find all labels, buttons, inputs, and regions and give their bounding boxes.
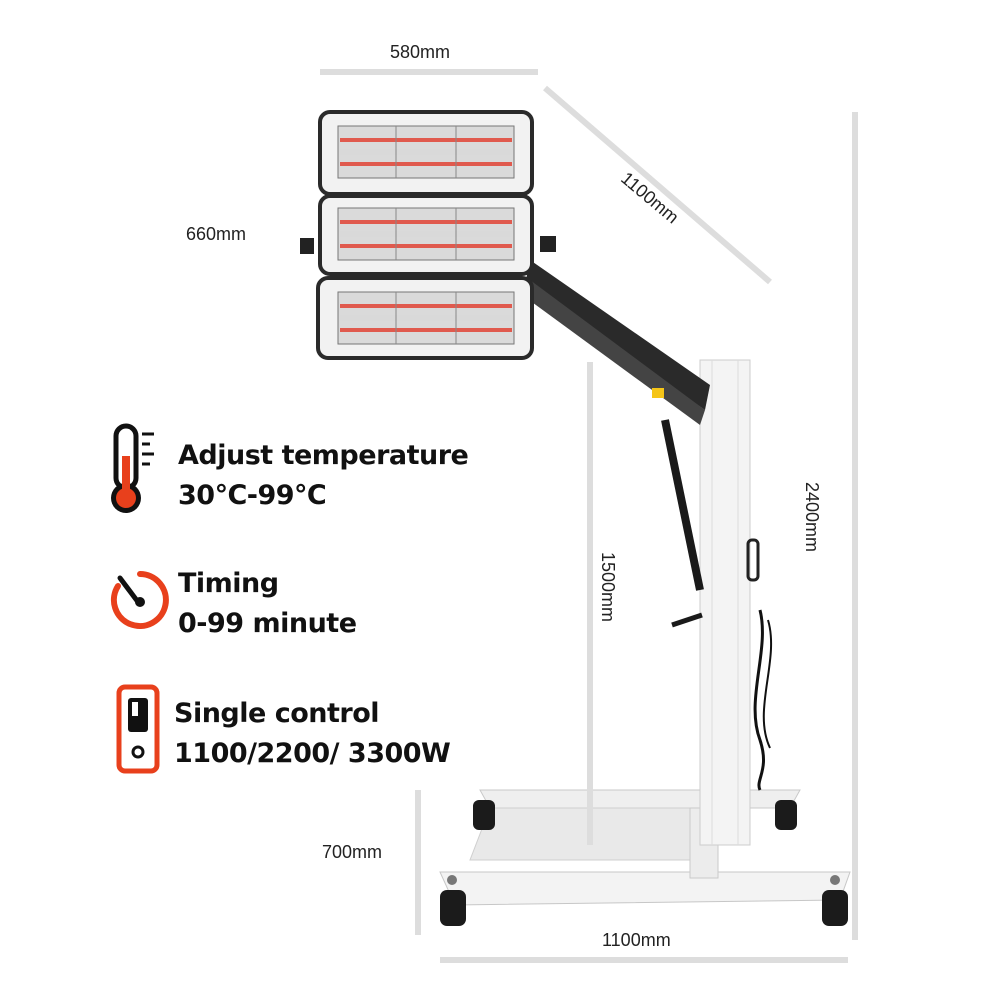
thermometer-icon [104,420,164,516]
dim-label-pole-height: 1500mm [598,552,618,623]
feature-control-detail: 1100/2200/ 3300W [174,738,451,769]
feature-timing-title: Timing [178,568,279,599]
dim-line-arm-length [543,85,772,285]
feature-control-title: Single control [174,698,380,729]
dim-label-base-height: 700mm [322,842,383,862]
dim-label-total-height: 2400mm [802,482,822,553]
support-arm [525,260,710,628]
power-cable [753,609,766,791]
lamp-heads [300,110,556,360]
switch-icon [116,684,160,774]
dim-label-base-width: 1100mm [602,930,671,950]
timer-icon [108,568,172,632]
feature-temperature-detail: 30℃-99℃ [178,480,327,511]
feature-timing-detail: 0-99 minute [178,608,357,639]
dim-label-top-width: 580mm [390,42,451,62]
dim-label-lamp-height: 660mm [186,224,247,244]
vertical-column [699,359,760,846]
caster-wheels [440,800,848,926]
feature-temperature-title: Adjust temperature [178,440,469,471]
